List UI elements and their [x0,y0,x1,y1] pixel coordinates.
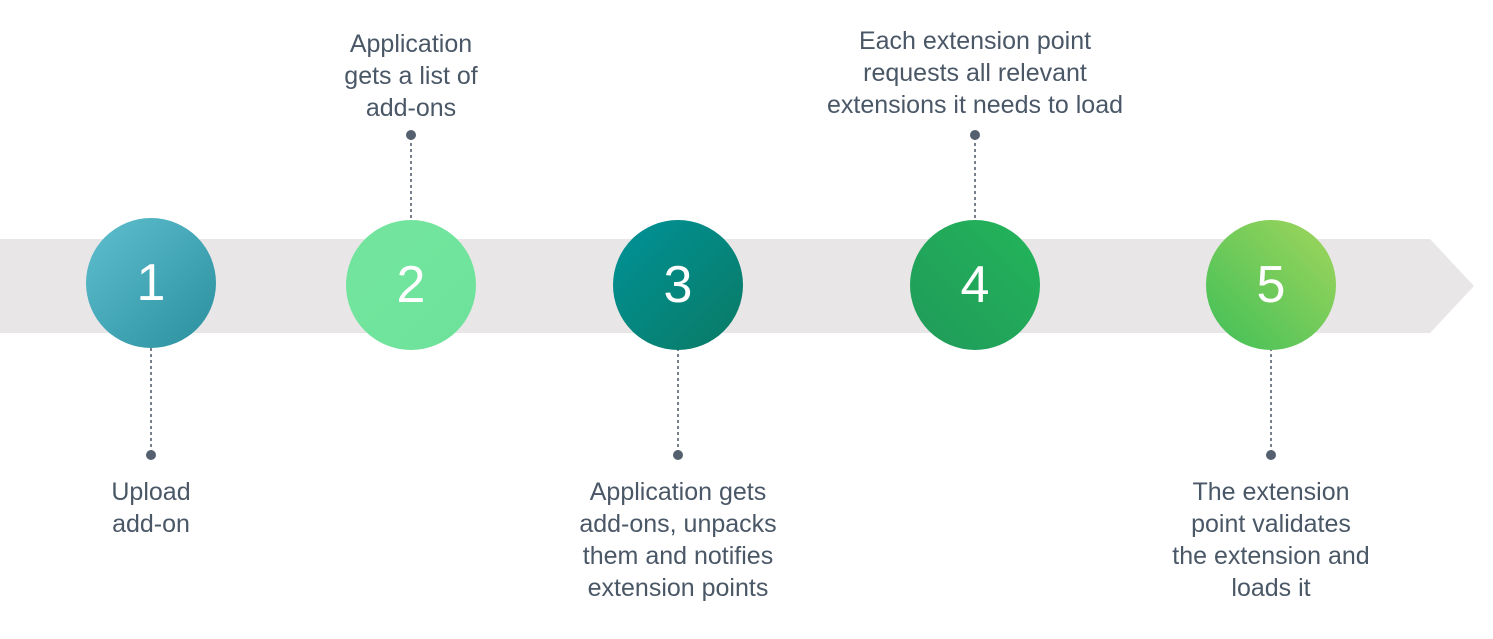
step-5-label-line: loads it [1231,574,1311,602]
step-2-label-line: Application [349,30,473,58]
step-5-label: The extension point validates the extens… [1091,476,1451,604]
step-5-label-line: The extension [1192,478,1350,506]
step-3-number: 3 [664,256,693,314]
step-4-label-line: Each extension point [858,27,1092,55]
step-4-circle: 4 [910,220,1040,350]
step-2-circle: 2 [346,220,476,350]
connector-3 [673,348,683,460]
connector-5 [1266,348,1276,460]
step-4-label-line: requests all relevant [863,59,1087,87]
connector-1 [146,348,156,460]
step-4-label: Each extension point requests all releva… [795,25,1155,121]
step-1-number: 1 [137,254,166,312]
step-1-label-line: add-on [112,510,190,538]
step-3-label-line: Application gets [589,478,767,506]
step-5-number: 5 [1257,256,1286,314]
step-5-label-line: the extension and [1172,542,1370,570]
connector-4 [970,130,980,222]
step-1-circle: 1 [86,218,216,348]
step-3-label-line: add-ons, unpacks [579,510,777,538]
step-5-label-line: point validates [1191,510,1351,538]
step-1-label-line: Upload [111,478,191,506]
connector-2 [406,130,416,222]
step-4-number: 4 [961,256,990,314]
step-2-number: 2 [397,256,426,314]
step-2-label-line: gets a list of [344,62,478,90]
step-5-circle: 5 [1206,220,1336,350]
step-3-label-line: them and notifies [582,542,774,570]
step-3-label: Application gets add-ons, unpacks them a… [498,476,858,604]
step-2-label: Application gets a list of add-ons [231,28,591,124]
step-3-circle: 3 [613,220,743,350]
step-3-label-line: extension points [587,574,769,602]
step-2-label-line: add-ons [365,94,457,122]
step-1-label: Upload add-on [0,476,331,540]
step-4-label-line: extensions it needs to load [826,91,1124,119]
